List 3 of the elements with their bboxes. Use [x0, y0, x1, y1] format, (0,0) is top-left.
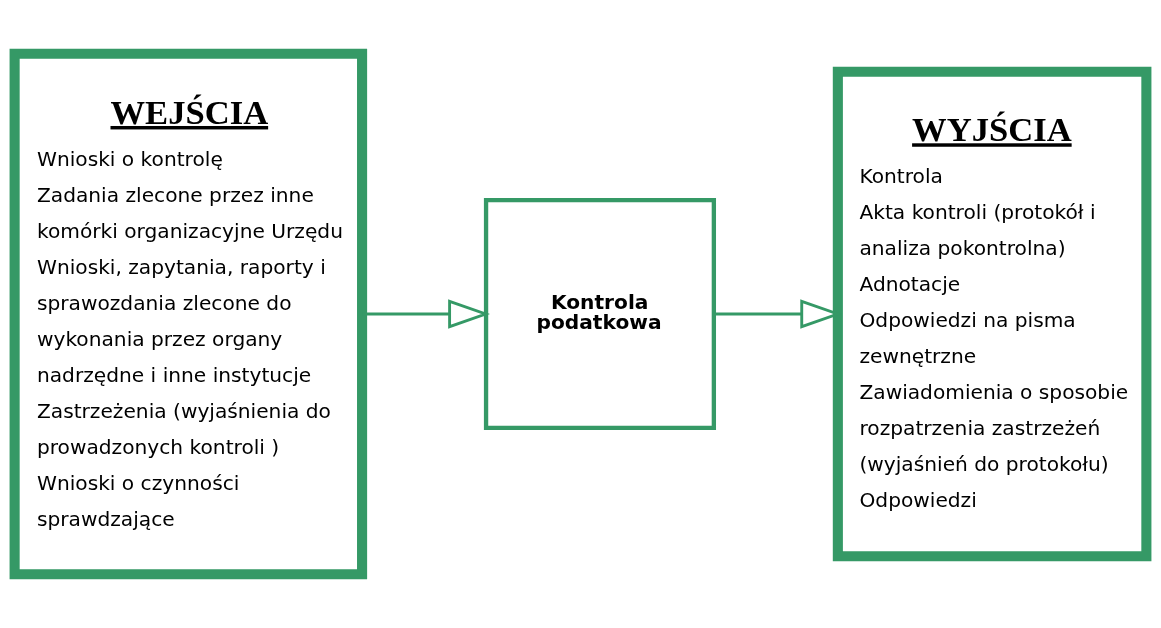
node-box: WEJŚCIA Wnioski o kontrolę Zadania zlecone przez inne komórki organizacyjne Urzędu Wnioski, zapytania, raporty i sprawozdania zlecone do wykonania przez organy nadrzędne i inne instytucje Zastrzeżenia (wyjaśnienia do prowadzonych kontroli ) Wnioski o czynności sprawdzające — [9, 48, 368, 580]
node-box: WYJŚCIA Kontrola Akta kontroli (protokół i analiza pokontrolna) Adnotacje Odpowiedzi na pisma zewnętrzne Zawiadomienia o sposobie rozpatrzenia zastrzeżeń (wyjaśnień do protokołu) Odpowiedzi — [832, 66, 1152, 562]
node-box: Kontrola podatkowa — [483, 197, 717, 431]
